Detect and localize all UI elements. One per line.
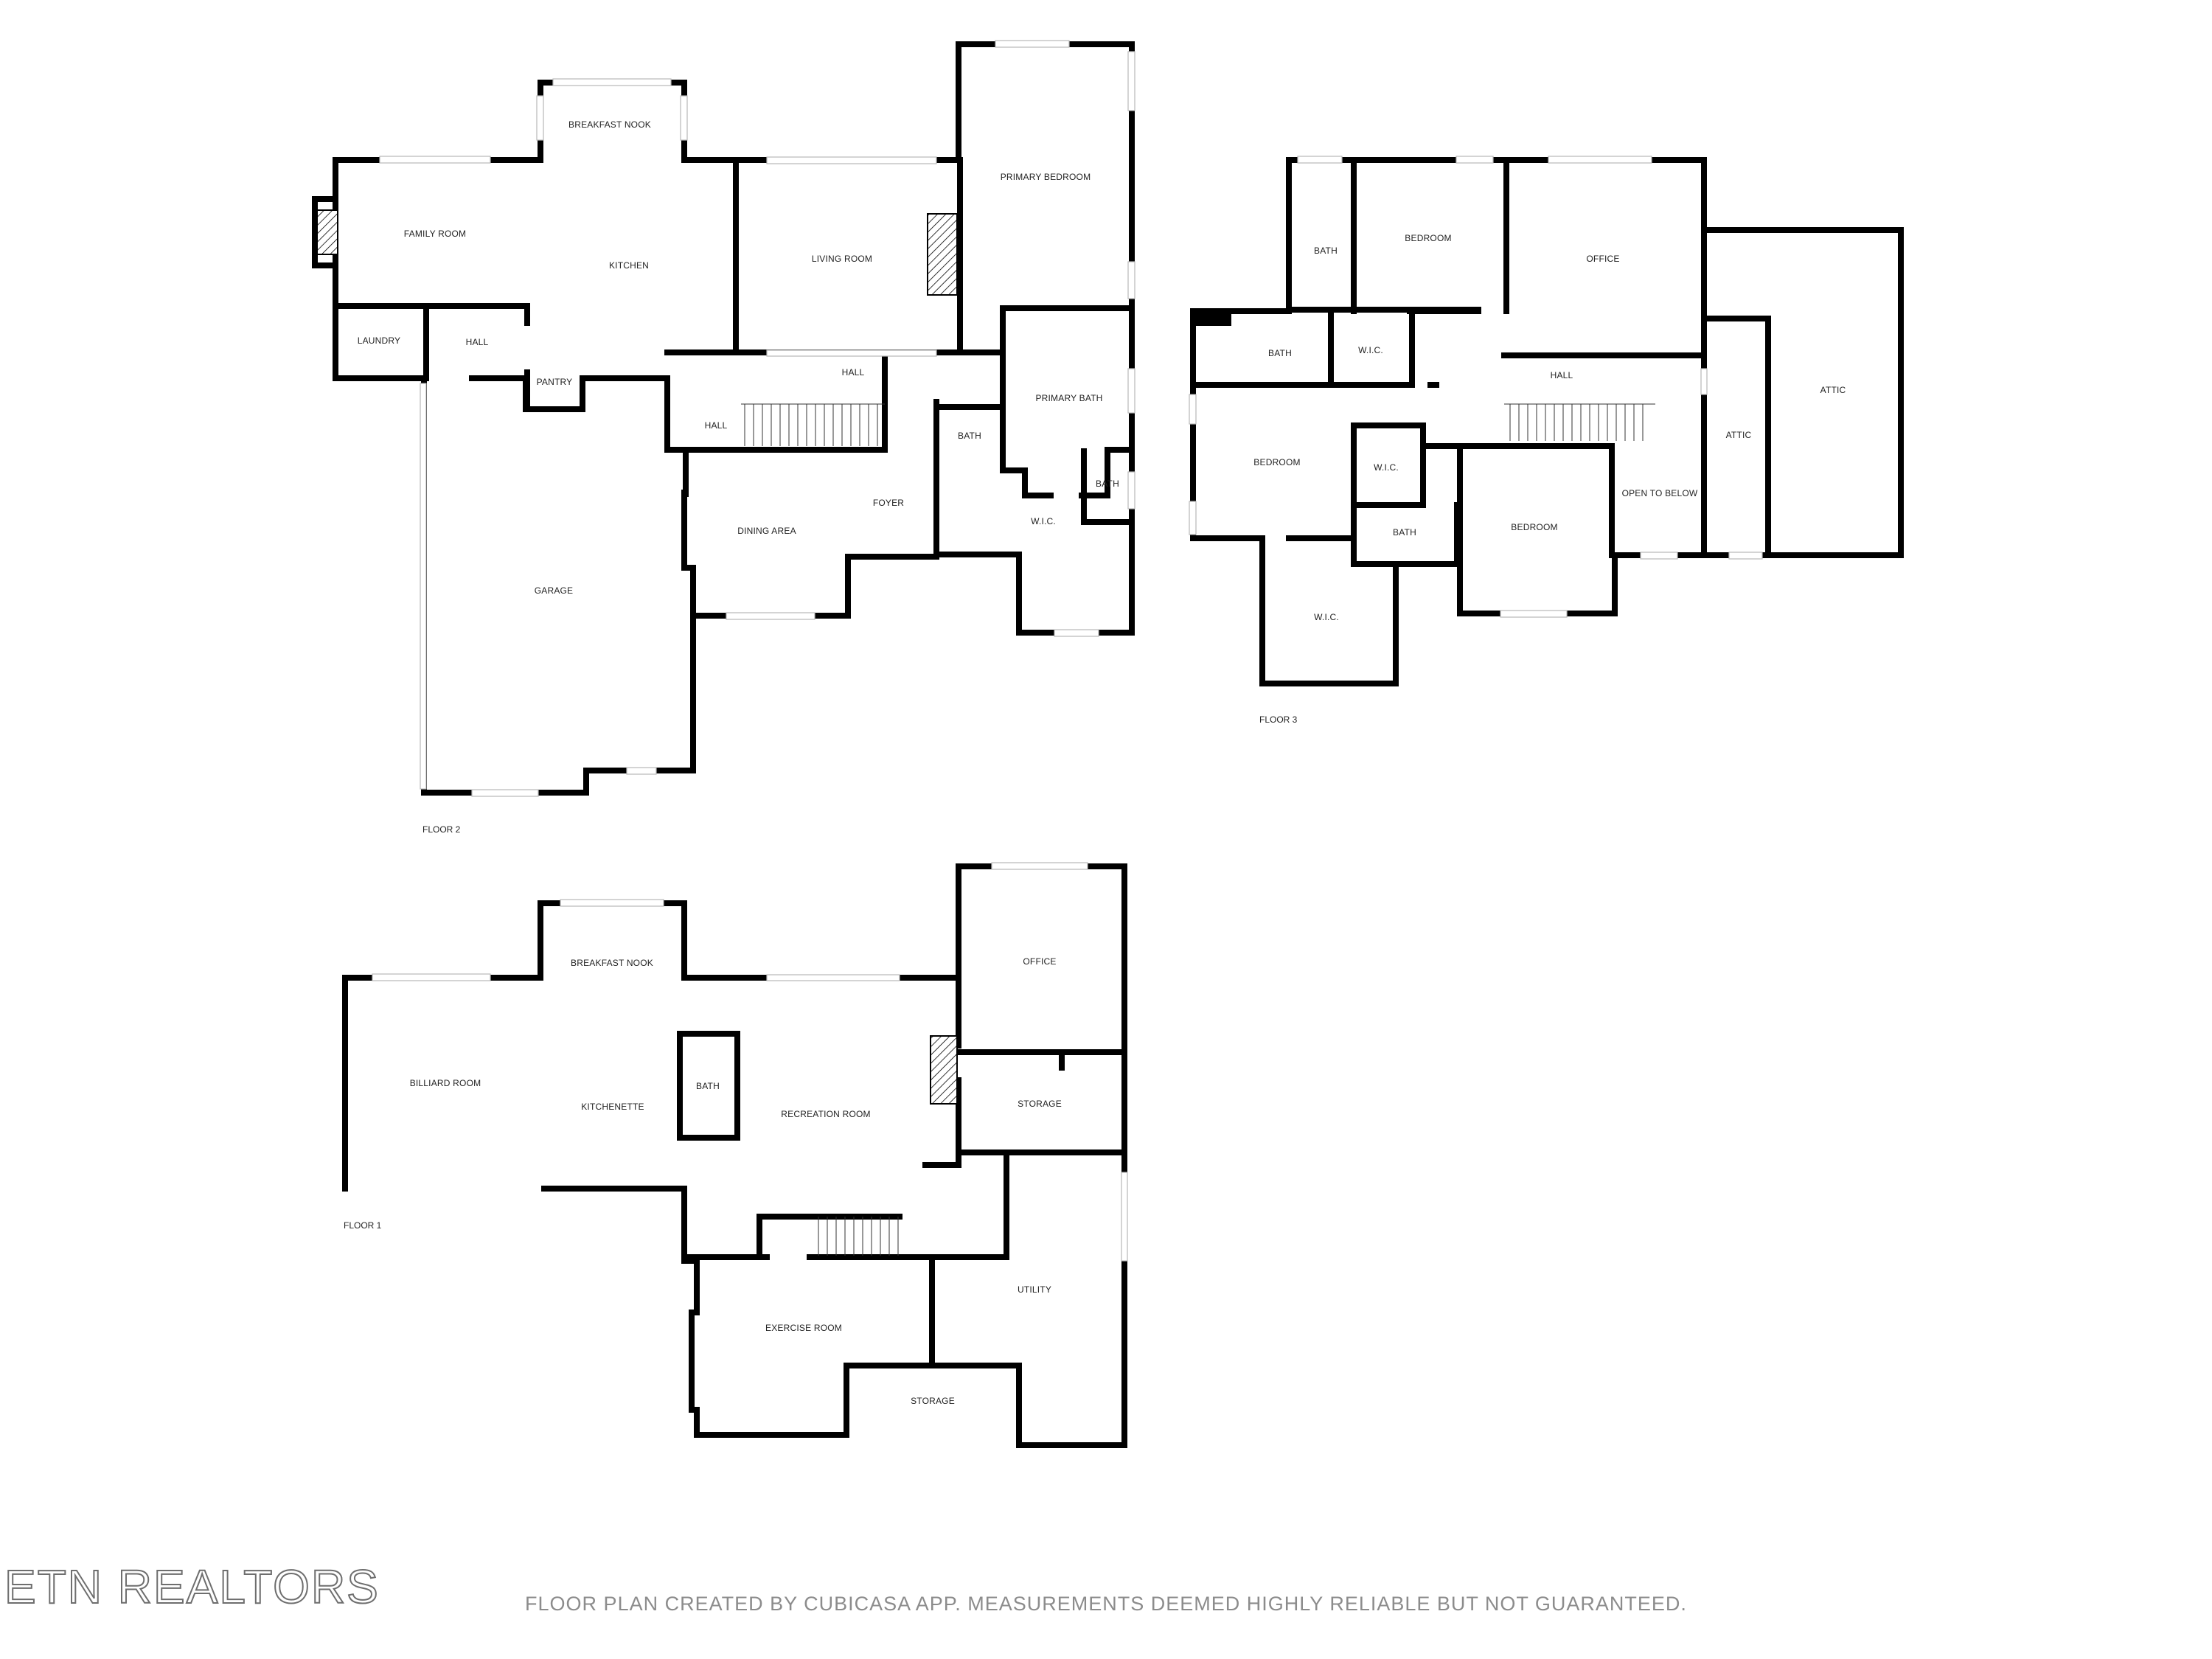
room-label: BATH bbox=[696, 1081, 720, 1091]
room-label: OFFICE bbox=[1586, 254, 1619, 264]
room-label: UTILITY bbox=[1018, 1284, 1051, 1295]
disclaimer-text: FLOOR PLAN CREATED BY CUBICASA APP. MEAS… bbox=[525, 1593, 1687, 1615]
room-label: W.I.C. bbox=[1314, 612, 1339, 622]
room-label: KITCHENETTE bbox=[581, 1102, 644, 1112]
room-label: BEDROOM bbox=[1253, 457, 1300, 467]
room-label: LAUNDRY bbox=[358, 335, 401, 346]
room-label: HALL bbox=[705, 420, 728, 431]
room-label: EXERCISE ROOM bbox=[765, 1323, 842, 1333]
floor-2-plan: BREAKFAST NOOK FAMILY ROOM KITCHEN LIVIN… bbox=[312, 40, 1135, 835]
room-label: ATTIC bbox=[1820, 385, 1846, 395]
room-label: STORAGE bbox=[911, 1396, 955, 1406]
room-label: PRIMARY BEDROOM bbox=[1001, 172, 1091, 182]
room-label: PANTRY bbox=[537, 377, 573, 387]
room-label: HALL bbox=[842, 367, 865, 378]
room-label: OFFICE bbox=[1023, 956, 1056, 967]
room-label: GARAGE bbox=[535, 585, 574, 596]
floor-label: FLOOR 1 bbox=[344, 1220, 382, 1231]
room-label: RECREATION ROOM bbox=[781, 1109, 870, 1119]
floor-label: FLOOR 2 bbox=[422, 824, 461, 835]
room-label: FAMILY ROOM bbox=[404, 229, 466, 239]
room-label: W.I.C. bbox=[1031, 516, 1056, 526]
room-label: BILLIARD ROOM bbox=[410, 1078, 481, 1088]
room-label: PRIMARY BATH bbox=[1035, 393, 1102, 403]
room-label: W.I.C. bbox=[1358, 345, 1383, 355]
room-label: OPEN TO BELOW bbox=[1622, 488, 1698, 498]
floor-1-plan: BREAKFAST NOOK OFFICE BILLIARD ROOM KITC… bbox=[342, 862, 1128, 1448]
room-label: KITCHEN bbox=[609, 260, 649, 271]
room-label: LIVING ROOM bbox=[812, 254, 872, 264]
room-label: FOYER bbox=[873, 498, 904, 508]
room-label: BATH bbox=[1393, 527, 1416, 538]
room-label: W.I.C. bbox=[1374, 462, 1399, 473]
realtor-logo: ETN REALTORS bbox=[4, 1559, 380, 1614]
room-label: BATH bbox=[1314, 246, 1338, 256]
room-label: BREAKFAST NOOK bbox=[568, 119, 651, 130]
room-label: BEDROOM bbox=[1511, 522, 1557, 532]
room-label: DINING AREA bbox=[737, 526, 796, 536]
floor-3-plan: BATH BEDROOM OFFICE ATTIC BATH W.I.C. HA… bbox=[1189, 156, 1904, 725]
floor-label: FLOOR 3 bbox=[1259, 714, 1298, 725]
room-label: ATTIC bbox=[1726, 430, 1752, 440]
room-label: BREAKFAST NOOK bbox=[571, 958, 653, 968]
room-label: BATH bbox=[958, 431, 981, 441]
room-label: BATH bbox=[1096, 479, 1119, 489]
room-label: HALL bbox=[466, 337, 489, 347]
room-label: BEDROOM bbox=[1405, 233, 1451, 243]
room-label: HALL bbox=[1551, 370, 1573, 380]
room-label: BATH bbox=[1268, 348, 1292, 358]
room-label: STORAGE bbox=[1018, 1099, 1062, 1109]
